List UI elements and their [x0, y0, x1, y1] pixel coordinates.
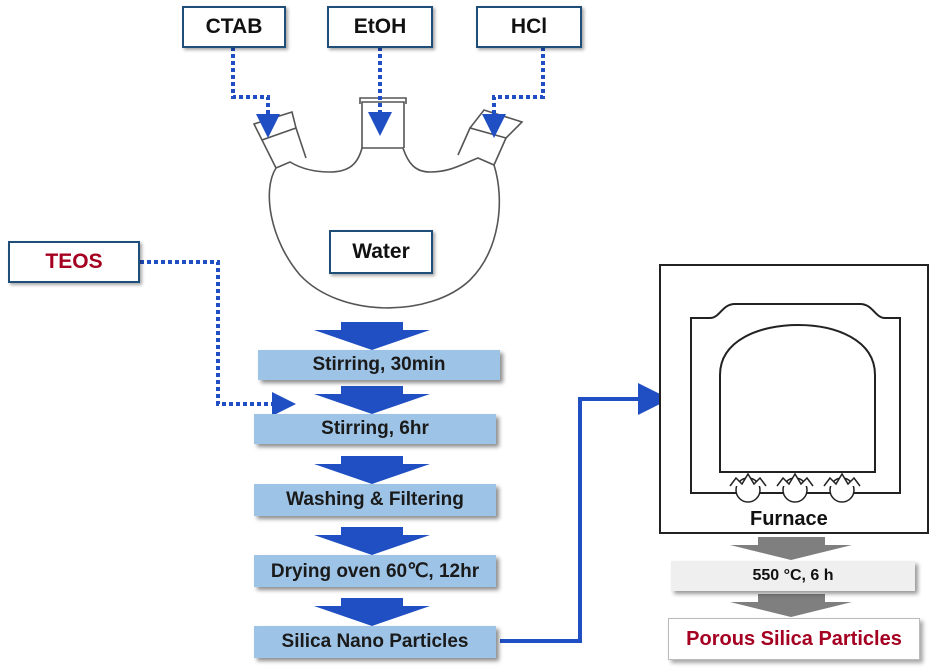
etoh-box: EtOH	[327, 6, 433, 48]
teos-label: TEOS	[45, 250, 103, 273]
step-washing-filtering: Washing & Filtering	[254, 484, 496, 516]
hcl-connector	[482, 47, 545, 138]
step-label: Stirring, 30min	[312, 354, 446, 375]
ctab-label: CTAB	[205, 15, 263, 38]
flow-arrow-3	[314, 456, 430, 484]
step-drying-oven: Drying oven 60℃, 12hr	[254, 555, 496, 587]
step-label: Silica Nano Particles	[281, 631, 469, 652]
heating-elements	[729, 472, 861, 503]
step-stirring-6hr: Stirring, 6hr	[254, 414, 496, 444]
product-box: Porous Silica Particles	[668, 618, 920, 660]
water-box: Water	[329, 230, 433, 274]
step-stirring-30min: Stirring, 30min	[258, 350, 500, 380]
grey-arrow-2	[730, 594, 852, 617]
flow-arrow-1	[314, 322, 430, 350]
step-label: Drying oven 60℃, 12hr	[270, 560, 480, 582]
step-label: Stirring, 6hr	[321, 418, 429, 439]
hcl-box: HCl	[476, 6, 582, 48]
grey-arrow-1	[730, 537, 852, 560]
step-label: Washing & Filtering	[286, 489, 464, 510]
flow-arrow-2	[314, 386, 430, 414]
etoh-label: EtOH	[353, 15, 407, 38]
furnace-label: Furnace	[750, 508, 828, 530]
product-label: Porous Silica Particles	[686, 627, 902, 650]
reagent-connectors	[140, 47, 545, 416]
furnace-condition-label: 550 °C, 6 h	[752, 567, 834, 584]
ctab-connector	[231, 47, 280, 138]
ctab-box: CTAB	[182, 6, 286, 48]
three-neck-flask	[252, 97, 524, 309]
hcl-label: HCl	[510, 15, 548, 38]
water-label: Water	[352, 240, 410, 263]
furnace-condition: 550 °C, 6 h	[671, 561, 915, 591]
teos-box: TEOS	[8, 241, 140, 283]
flow-arrow-4	[314, 527, 430, 555]
teos-connector	[140, 260, 296, 416]
furnace-arrows	[730, 537, 852, 617]
flow-arrow-5	[314, 598, 430, 626]
to-furnace-connector	[500, 383, 670, 643]
step-silica-nanoparticles: Silica Nano Particles	[254, 626, 496, 658]
flow-arrows	[314, 322, 430, 626]
